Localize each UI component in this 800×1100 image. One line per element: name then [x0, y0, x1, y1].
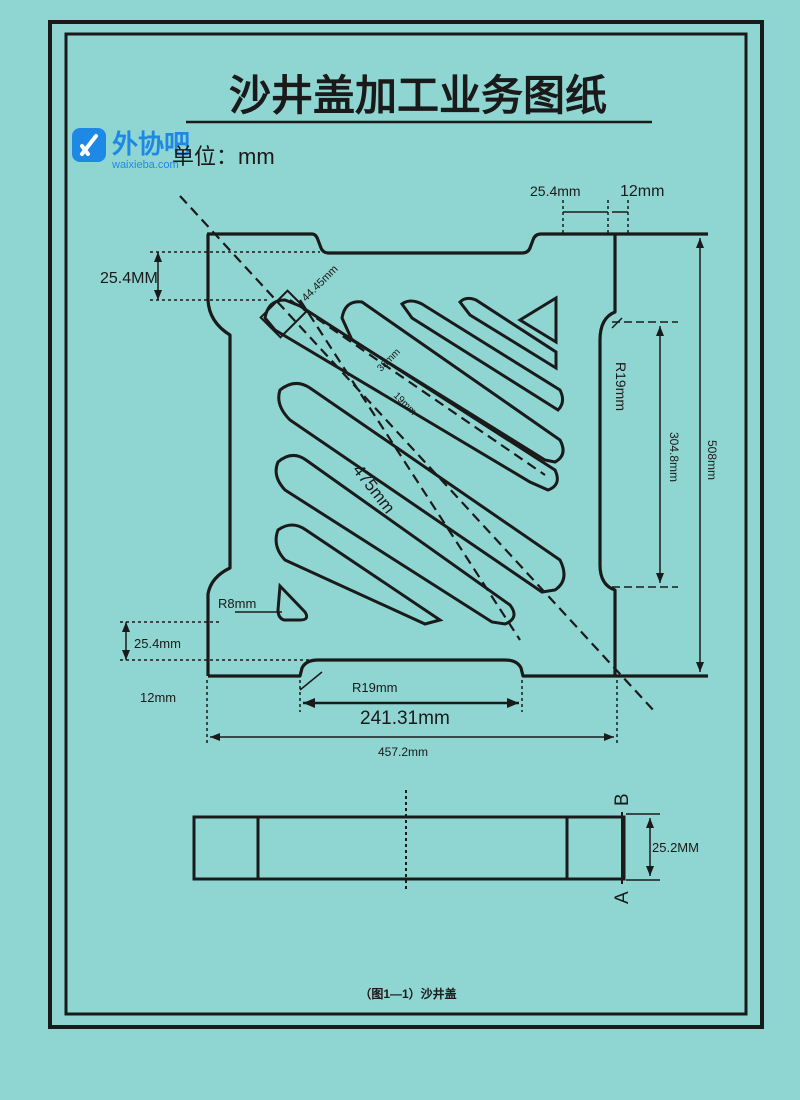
figure-caption: （图1—1）沙井盖: [359, 986, 456, 1001]
dim-left-notch: 25.4MM: [100, 270, 158, 287]
slot-5: [517, 295, 558, 345]
drawing-title: 沙井盖加工业务图纸: [229, 71, 607, 120]
slot-3: [399, 299, 565, 412]
slot-9: [276, 582, 309, 622]
watermark-name: 外协吧: [112, 129, 190, 159]
dim-bottom-notch: 25.4mm: [134, 636, 181, 651]
section-outline: [192, 815, 626, 881]
section-view: [192, 790, 626, 890]
slot-6: [277, 382, 566, 594]
dim-right-radius: R19mm: [613, 362, 629, 411]
dim-right-inner: 304.8mm: [667, 432, 681, 482]
slot-7: [274, 454, 516, 626]
slot-1: [263, 298, 559, 492]
dim-bottom-radius: R19mm: [352, 680, 398, 695]
inner-frame: [64, 32, 748, 1016]
slot-section-marker: [259, 289, 309, 339]
diagonal-slots: [263, 295, 566, 626]
dimension-arrows: [122, 238, 704, 876]
dimension-lines: [120, 200, 701, 881]
dim-overall-width: 457.2mm: [378, 745, 428, 759]
dim-right-total: 508mm: [705, 440, 719, 480]
section-label-b: B: [612, 793, 633, 806]
dim-bottom-slot: 241.31mm: [360, 708, 450, 729]
outer-frame: [48, 20, 764, 1029]
unit-label: 单位：mm: [172, 144, 275, 169]
dim-corner-radius: R8mm: [218, 596, 256, 611]
section-label-a: A: [612, 891, 633, 904]
slot-2: [340, 300, 565, 464]
slot-4: [458, 296, 558, 371]
slot-8: [274, 523, 444, 626]
dim-thickness: 25.2MM: [652, 840, 699, 855]
dim-top-edge: 12mm: [620, 183, 664, 200]
center-lines: [179, 195, 656, 713]
dim-bottom-edge: 12mm: [140, 690, 176, 705]
watermark-logo: 外协吧 waixieba.com: [72, 128, 190, 171]
dim-top-slot: 25.4mm: [530, 183, 581, 199]
watermark-url: waixieba.com: [111, 159, 179, 171]
plate-outline: [206, 232, 708, 678]
